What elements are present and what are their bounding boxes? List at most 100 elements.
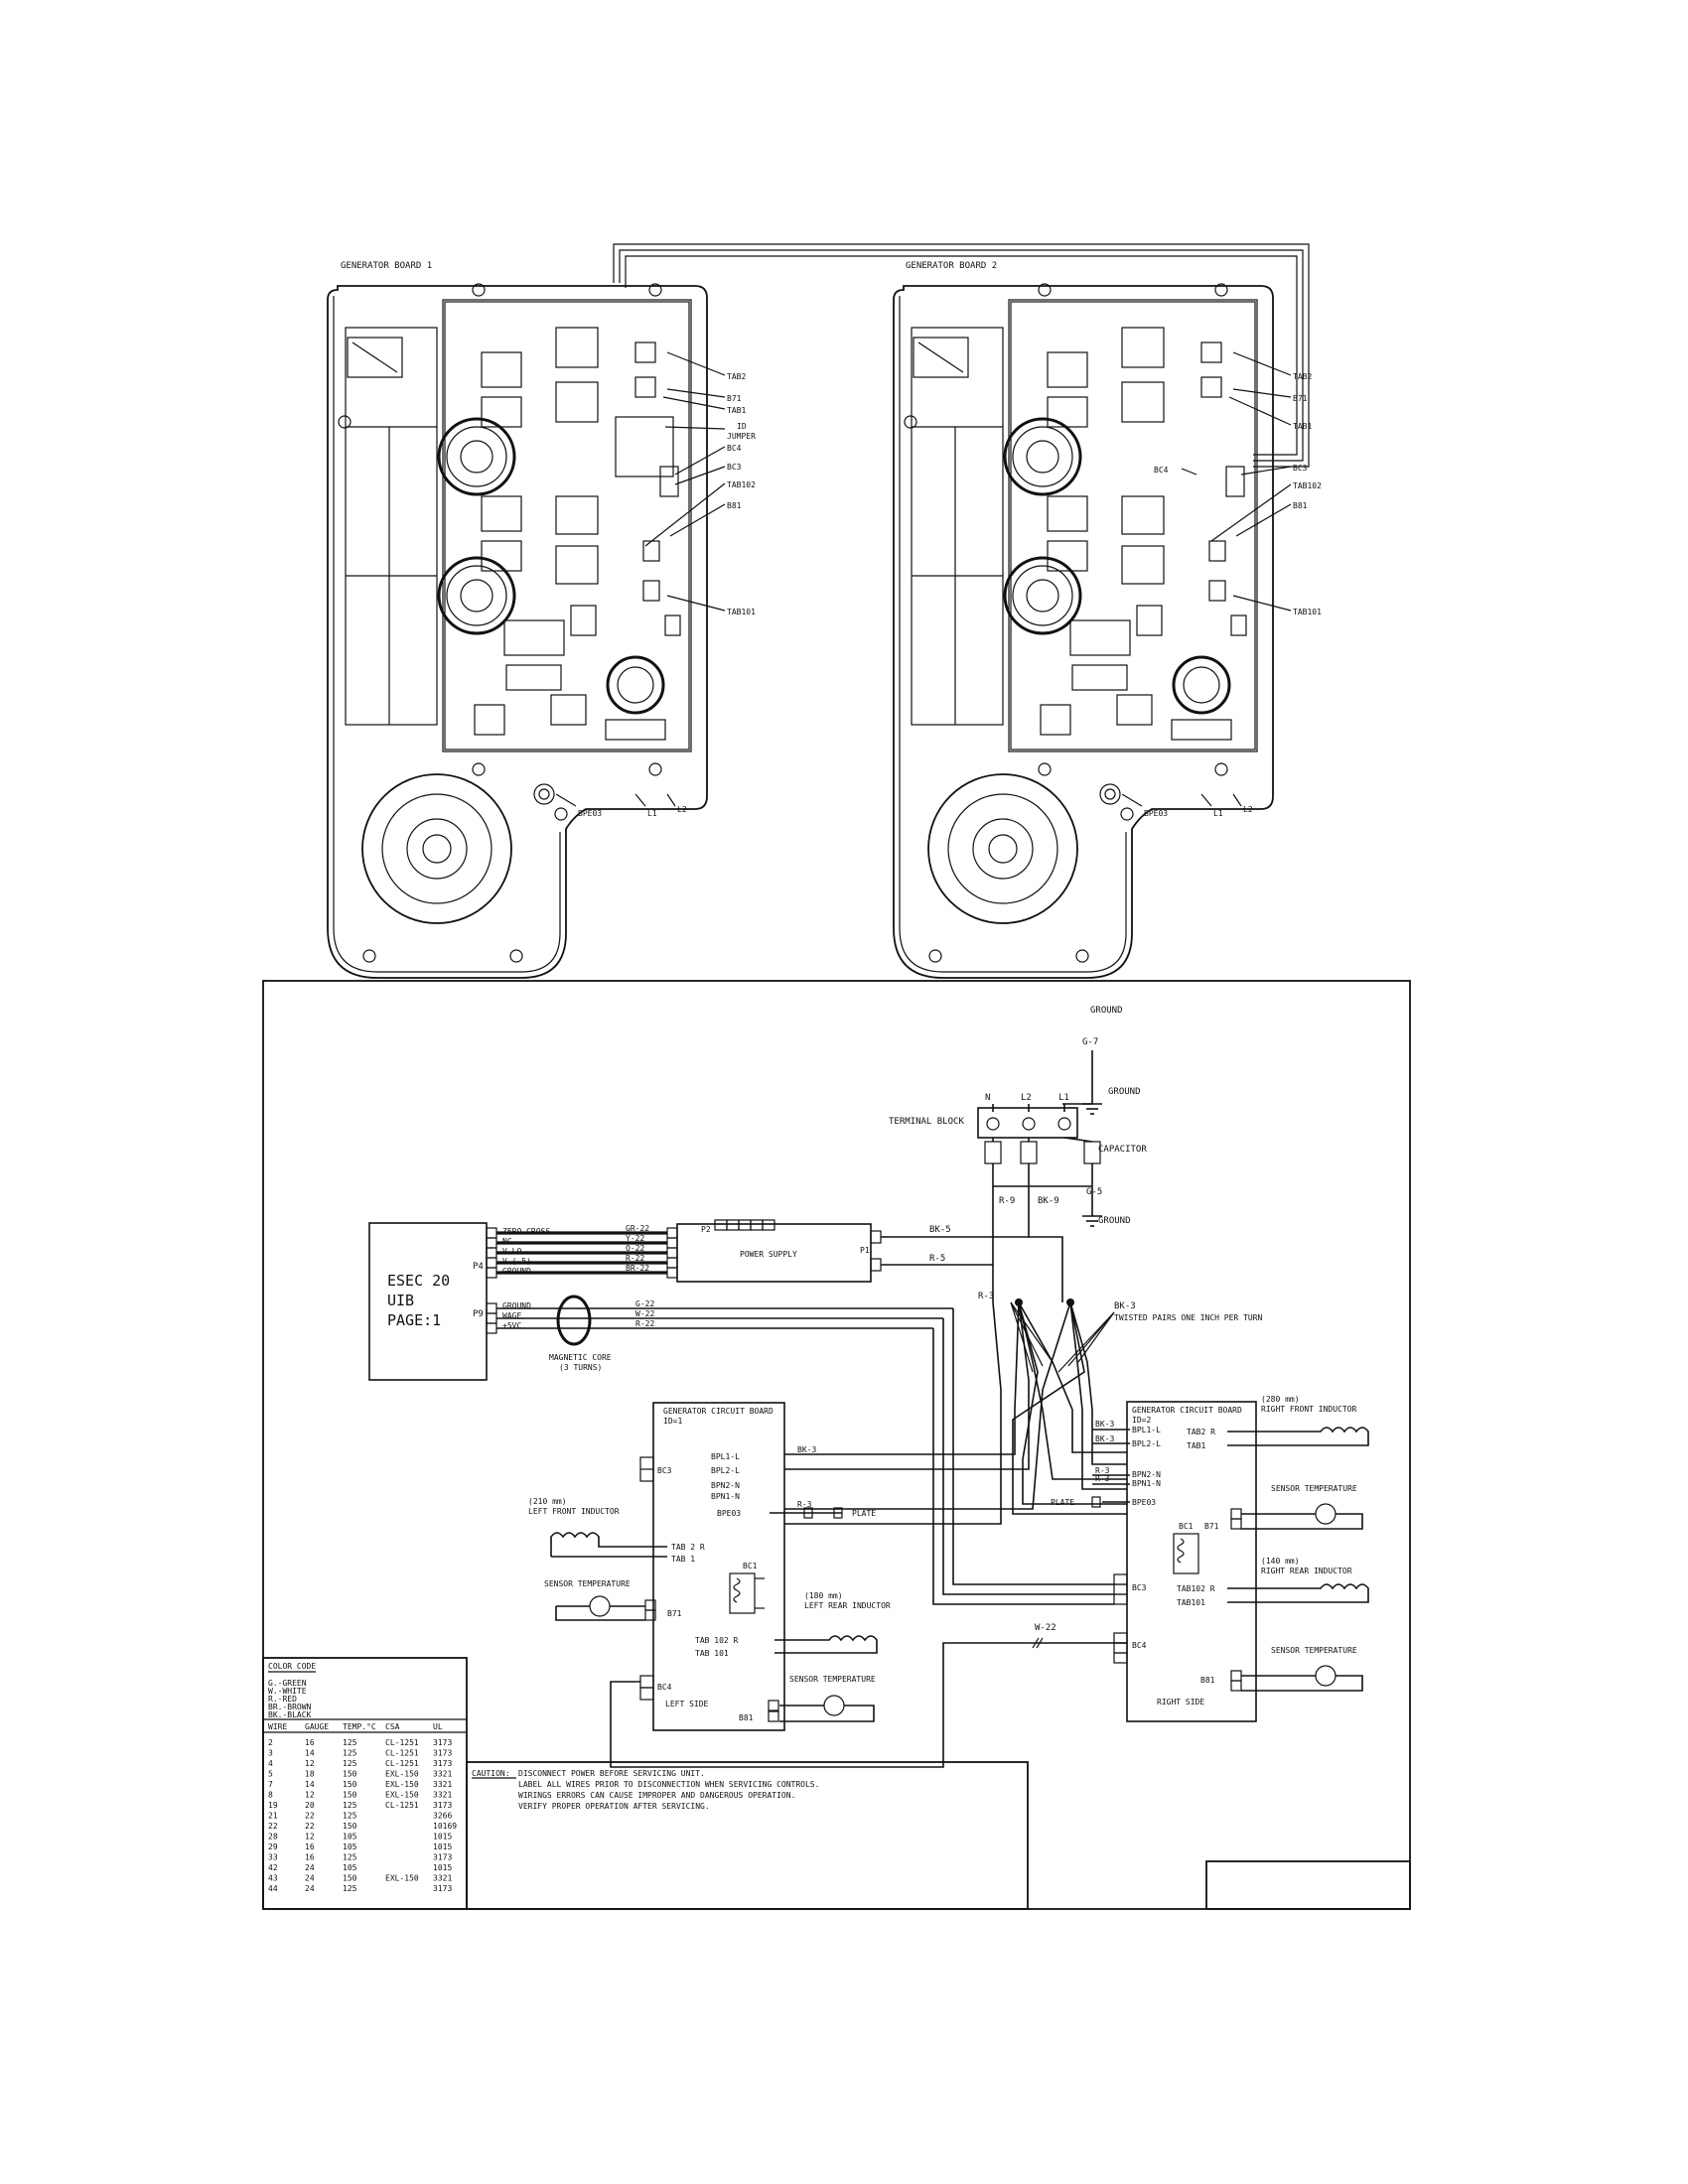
left-front-label: LEFT FRONT INDUCTOR [528,1507,620,1516]
wire-table-cell: 105 [343,1863,357,1872]
wire-table-header: TEMP.°C [343,1722,376,1731]
right-tab102r: TAB102 R [1177,1584,1215,1593]
wire-table-cell: 18 [305,1770,315,1779]
p4-wire-br22: BR-22 [626,1264,649,1273]
left-r3: R-3 [797,1500,812,1509]
terminal-block-label: TERMINAL BLOCK [889,1117,964,1127]
wire-table-cell: CL-1251 [385,1759,419,1768]
right-bpl1: BPL1-L [1132,1426,1161,1434]
color-code-item: W.-WHITE [268,1687,307,1696]
board2-callout-tab2: TAB2 [1293,372,1312,381]
right-bc1: BC1 [1179,1522,1194,1531]
wire-table-cell: 10169 [433,1822,457,1831]
board1-callout-l2: L2 [677,805,687,814]
p4-wire-r22: R-22 [626,1254,644,1263]
left-tab102r: TAB 102 R [695,1636,739,1645]
wire-table-cell: 105 [343,1833,357,1842]
left-board-title: GENERATOR CIRCUIT BOARD [663,1407,774,1416]
ground-cap-label: GROUND [1098,1216,1131,1226]
ground-right-label: GROUND [1108,1087,1141,1097]
left-bk3: BK-3 [797,1445,816,1454]
terminal-l1: L1 [1058,1093,1069,1103]
g5-wire-label: G-5 [1086,1187,1102,1197]
generator-board-2: GENERATOR BOARD 2 [893,261,1322,979]
caution-line-1: DISCONNECT POWER BEFORE SERVICING UNIT. [518,1769,705,1778]
wire-table-cell: 22 [305,1812,315,1821]
board2-callout-b81: B81 [1293,501,1308,510]
wire-table-cell: 3321 [433,1780,452,1789]
wire-table-cell: 3 [268,1749,273,1758]
board1-callout-id: ID [737,422,747,431]
color-code-item: G.-GREEN [268,1679,307,1688]
wire-table-cell: 3173 [433,1801,452,1810]
wire-table-cell: 105 [343,1843,357,1851]
left-bpl1: BPL1-L [711,1452,740,1461]
left-tab2r: TAB 2 R [671,1543,705,1552]
board1-callout-bpe03: BPE03 [578,809,602,818]
right-board-title: GENERATOR CIRCUIT BOARD [1132,1406,1242,1415]
board2-callout-l1: L1 [1213,809,1223,818]
power-supply-box [676,1223,872,1283]
left-bpn2: BPN2-N [711,1481,740,1490]
wire-table-cell: EXL-150 [385,1874,419,1883]
ground-top-label: GROUND [1090,1006,1123,1016]
wire-table-cell: 3173 [433,1749,452,1758]
wire-table-cell: 16 [305,1853,315,1862]
caution-line-2: LABEL ALL WIRES PRIOR TO DISCONNECTION W… [518,1780,819,1789]
left-sensor-temp-label: SENSOR TEMPERATURE [544,1579,631,1588]
magnetic-core-label: MAGNETIC CORE [549,1353,612,1362]
wire-table-cell: 21 [268,1812,278,1821]
wire-table-cell: 28 [268,1833,278,1842]
magnetic-core-turns: (3 TURNS) [559,1363,602,1372]
right-generator-board [1126,1401,1257,1722]
title-block [1205,1860,1411,1910]
wire-table-cell: 16 [305,1843,315,1851]
right-bpe03: BPE03 [1132,1498,1156,1507]
p9-wire-w22: W-22 [635,1309,654,1318]
wire-table-cell: 125 [343,1759,357,1768]
wire-table-cell: 24 [305,1863,315,1872]
wire-table-cell: 3321 [433,1874,452,1883]
right-front-size: (280 mm) [1261,1395,1300,1404]
w22-wire-label: W-22 [1035,1623,1056,1633]
wire-table-cell: 29 [268,1843,278,1851]
wire-table-cell: 150 [343,1780,357,1789]
wire-table-cell: 125 [343,1801,357,1810]
caution-line-3: WIRINGS ERRORS CAN CAUSE IMPROPER AND DA… [518,1791,795,1800]
caution-label: CAUTION: [472,1769,510,1778]
left-plate: PLATE [852,1509,876,1518]
board1-callout-b81: B81 [727,501,742,510]
twisted-pairs-note: TWISTED PAIRS ONE INCH PER TURN [1114,1313,1262,1322]
wire-table-header: UL [433,1722,443,1731]
board-2-title: GENERATOR BOARD 2 [906,261,997,271]
board2-callout-tab102: TAB102 [1293,481,1322,490]
wire-table-cell: 2 [268,1738,273,1747]
p4-wire-y22: Y-22 [626,1234,644,1243]
left-b81: B81 [739,1713,754,1722]
wire-table-cell: 7 [268,1780,273,1789]
left-bc1: BC1 [743,1562,758,1570]
right-board-subtitle: ID=2 [1132,1416,1151,1425]
wire-table-cell: 125 [343,1812,357,1821]
wire-table-cell: 33 [268,1853,278,1862]
right-b71: B71 [1204,1522,1219,1531]
right-rear-size: (140 mm) [1261,1557,1300,1566]
wire-table-cell: 20 [305,1801,315,1810]
board2-callout-tab1: TAB1 [1293,422,1312,431]
p9-pin-5vc: +5VC [502,1321,521,1330]
wire-table-cell: 3173 [433,1759,452,1768]
left-bpn1: BPN1-N [711,1492,740,1501]
wire-table-header: GAUGE [305,1722,329,1731]
wire-table-cell: 16 [305,1738,315,1747]
right-bk3b: BK-3 [1095,1434,1114,1443]
board1-callout-bc3: BC3 [727,463,742,472]
wire-table-cell: 125 [343,1884,357,1893]
wire-table-cell: 125 [343,1853,357,1862]
wire-table-cell: 1015 [433,1863,452,1872]
r5-wire-label: R-5 [929,1254,945,1264]
board2-callout-bc4: BC4 [1154,466,1169,475]
left-board-subtitle: ID=1 [663,1417,682,1426]
p9-pin-wage: WAGE [502,1311,521,1320]
